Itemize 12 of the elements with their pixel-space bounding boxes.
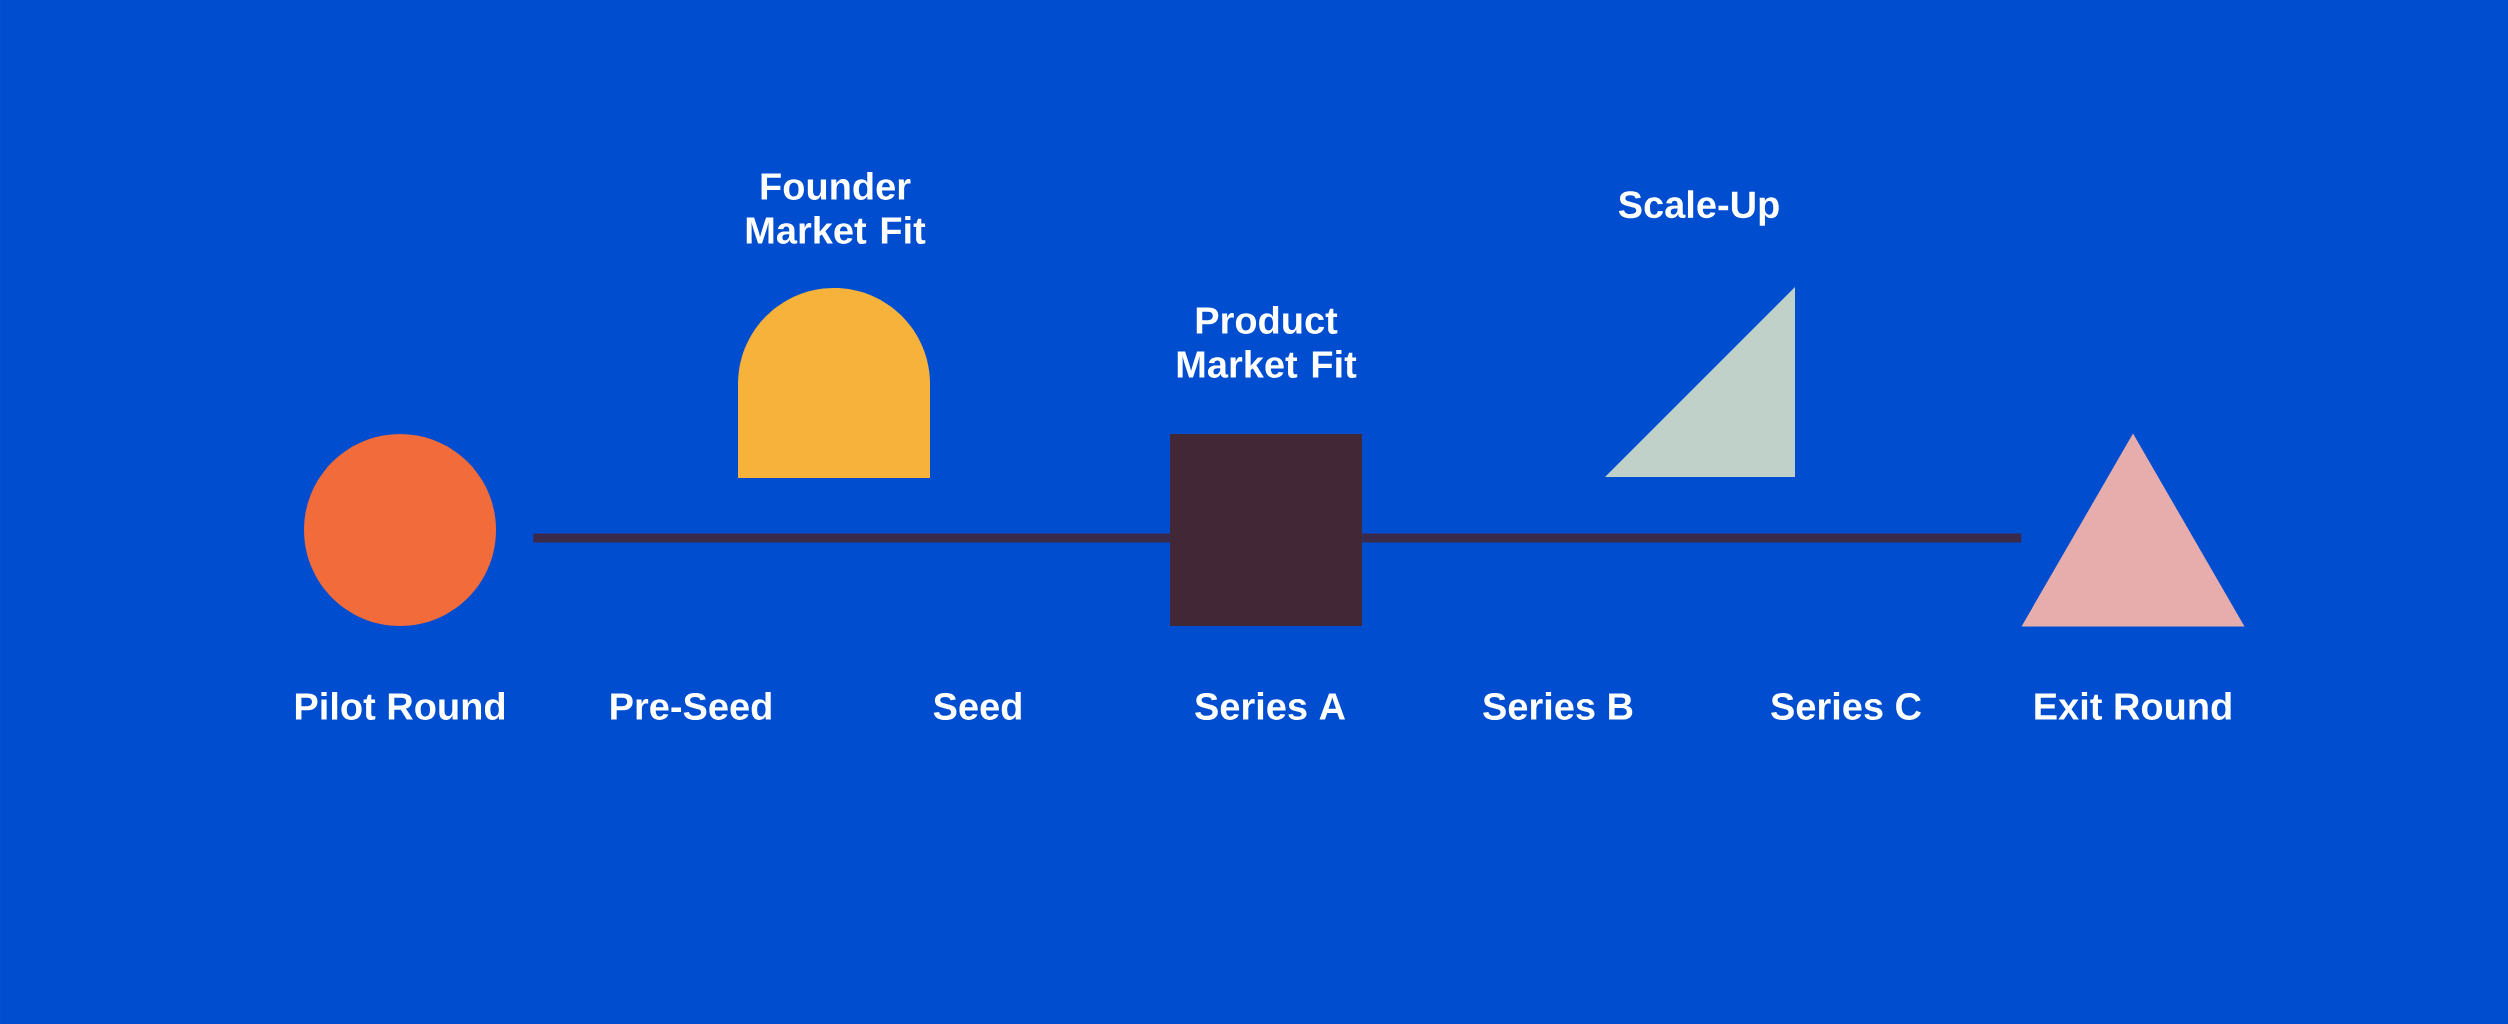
stage-heading: Product Market Fit [1177,306,1357,378]
stage-label: Series A [1195,692,1345,720]
timeline-line [1362,533,2022,543]
stage-label: Series C [1771,692,1921,720]
stage-label: Seed [933,692,1021,720]
stage-label: Exit Round [2035,692,2231,720]
stage-heading: Scale-Up [1618,190,1779,226]
stage-label: Pilot Round [295,692,505,720]
stage-label: Pre-Seed [611,692,771,720]
timeline-line [533,533,1170,543]
stage-heading: Founder Market Fit [746,172,926,244]
stage-label: Series B [1483,692,1633,720]
